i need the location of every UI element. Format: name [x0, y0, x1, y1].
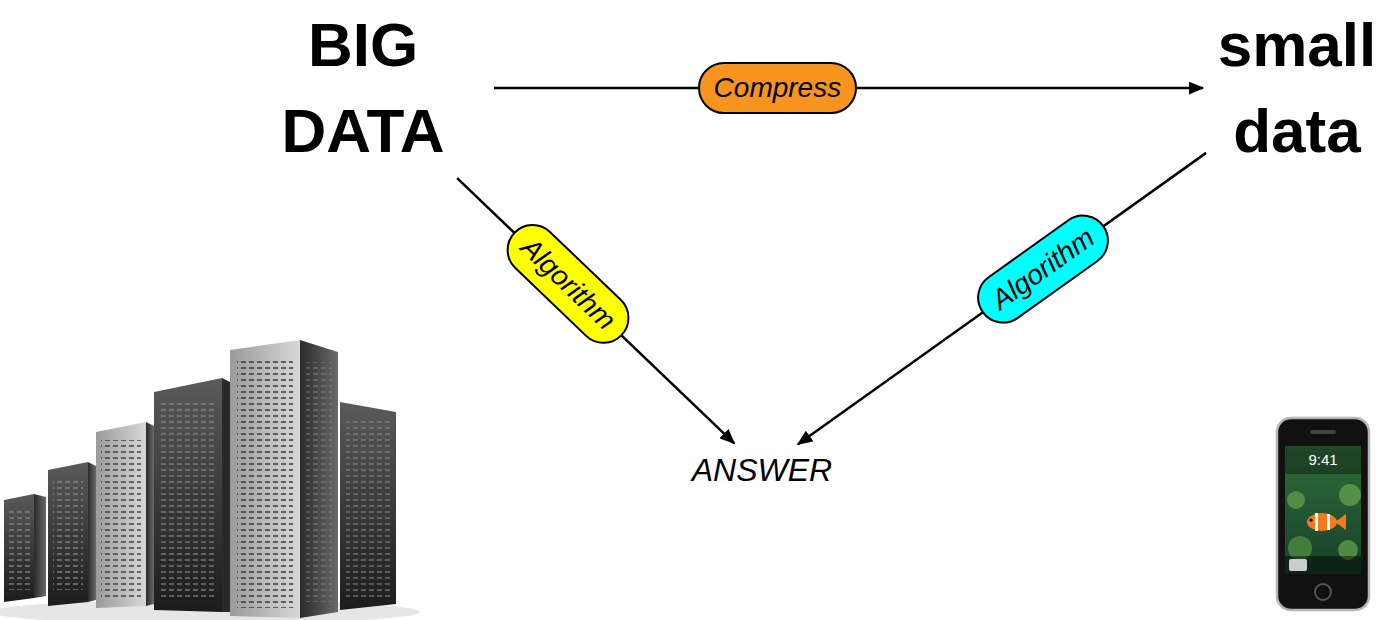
edge-label-pill: Algorithm: [496, 214, 641, 355]
server-rack: [146, 422, 154, 606]
fish-body: [1307, 513, 1337, 531]
unlock-slider: [1289, 559, 1307, 571]
fish-stripe: [1315, 513, 1318, 531]
server-racks: [0, 340, 420, 620]
result-text: ANSWER: [684, 449, 840, 491]
connector-arrow: [798, 153, 1206, 444]
phone-body: [1277, 418, 1369, 610]
server-rack: [96, 422, 146, 608]
rack-vents: [160, 400, 216, 600]
phone-clock: 9:41: [1309, 451, 1338, 469]
server-rack: [34, 494, 46, 598]
phone-speaker: [1310, 430, 1336, 434]
server-rack: [300, 340, 338, 618]
server-rack: [222, 378, 230, 612]
server-rack: [230, 340, 300, 618]
phone-illustration: [1277, 418, 1369, 610]
data-heading: BIG DATA: [238, 2, 488, 174]
unlock-bar: [1285, 556, 1361, 574]
node-label: BIG DATA: [238, 2, 488, 174]
server-rack: [340, 402, 396, 610]
anemone: [1339, 484, 1361, 506]
home-button: [1315, 584, 1331, 600]
fish-eye: [1309, 518, 1312, 521]
fish-stripe: [1327, 514, 1330, 530]
rack-vents: [53, 480, 83, 590]
rack-vents: [101, 440, 141, 598]
edge-label-pill: Compress: [698, 62, 858, 114]
edge-label-pill: Algorithm: [967, 205, 1120, 335]
edge-label: Algorithm: [515, 232, 622, 336]
node-label: ANSWER: [692, 451, 832, 489]
rack-vents: [8, 510, 30, 590]
connector-arrow: [457, 178, 734, 443]
anemone: [1287, 491, 1305, 509]
rack-vents: [306, 362, 332, 602]
rack-vents: [237, 360, 293, 608]
phone-screen: [1285, 446, 1361, 574]
server-rack: [4, 494, 34, 602]
node-label: small data: [1211, 2, 1383, 174]
screen-bar: [1285, 446, 1361, 474]
data-heading: small data: [1211, 2, 1383, 174]
edge-label: Algorithm: [986, 222, 1100, 316]
server-rack: [88, 462, 96, 602]
server-rack: [48, 462, 88, 606]
server-rack: [154, 378, 222, 612]
rack-vents: [346, 420, 390, 598]
edge-label: Compress: [714, 72, 842, 103]
